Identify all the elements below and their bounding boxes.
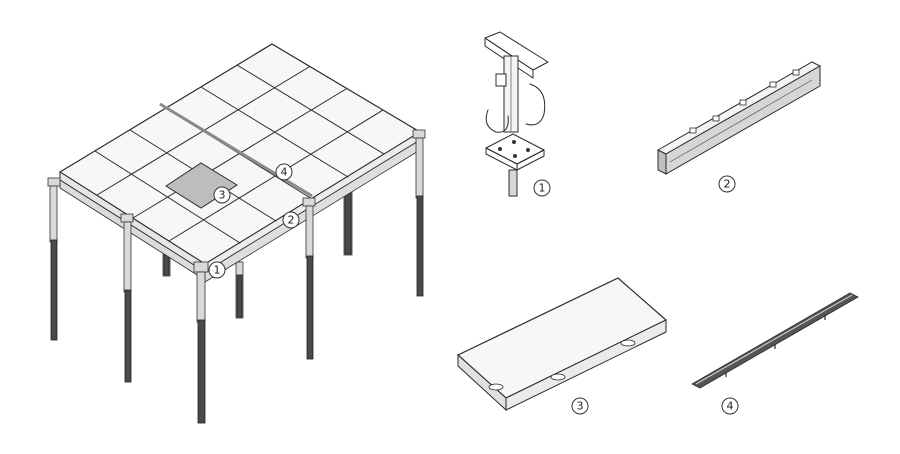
svg-text:4: 4 <box>281 166 288 179</box>
part-prop-head: 1 <box>484 31 551 197</box>
callout-assembly-3: 3 <box>213 186 231 204</box>
callout-part-3: 3 <box>571 397 589 415</box>
filler-strip <box>159 102 313 198</box>
svg-text:2: 2 <box>724 178 731 191</box>
deck-surface <box>58 43 422 283</box>
part-filler-strip: 4 <box>691 292 859 415</box>
svg-text:1: 1 <box>214 264 221 277</box>
svg-text:2: 2 <box>288 214 295 227</box>
formwork-assembly: 1 2 3 4 <box>47 43 426 424</box>
svg-text:3: 3 <box>219 189 226 202</box>
svg-text:4: 4 <box>727 400 734 413</box>
part-panel: 3 <box>456 277 668 415</box>
part-beam: 2 <box>656 61 822 193</box>
callout-part-4: 4 <box>721 397 739 415</box>
callout-assembly-1: 1 <box>208 261 226 279</box>
front-props <box>47 129 426 424</box>
highlighted-panel <box>165 162 238 209</box>
callout-assembly-4: 4 <box>275 163 293 181</box>
callout-part-1: 1 <box>533 179 551 197</box>
svg-text:3: 3 <box>577 400 584 413</box>
callout-part-2: 2 <box>718 175 736 193</box>
svg-text:1: 1 <box>539 182 546 195</box>
callout-assembly-2: 2 <box>282 211 300 229</box>
